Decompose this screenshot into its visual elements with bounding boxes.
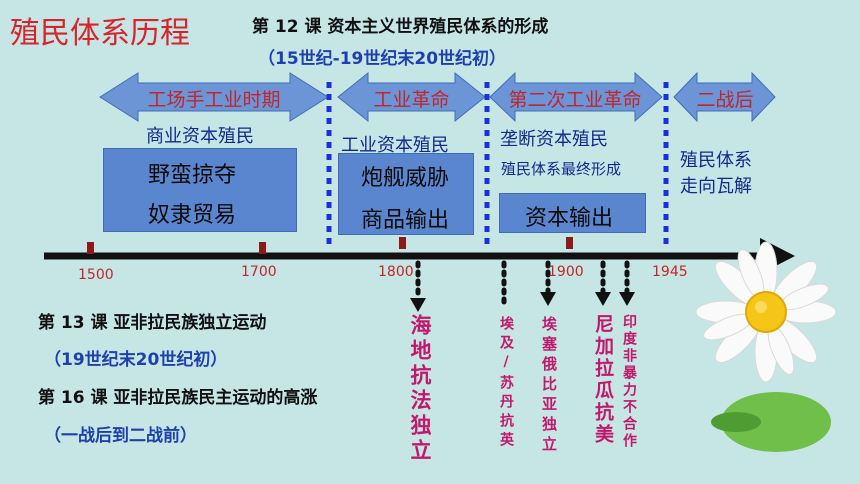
event-haiti: 海地抗法独立 (408, 314, 432, 464)
period-label-manufacture: 工场手工业时期 (147, 89, 281, 111)
lesson-13-title: 第 13 课 亚非拉民族独立运动 (38, 313, 267, 333)
period-label-postwar: 二战后 (696, 89, 754, 111)
stage-heading-merchant: 商业资本殖民 (146, 126, 254, 147)
lesson-12-range: （15世纪-19世纪末20世纪初） (258, 49, 507, 69)
period-arrow-second-industrial (489, 71, 663, 123)
stage-item-gunboat: 炮舰威胁 (361, 166, 450, 191)
lesson-16-range: （一战后到二战前） (44, 426, 197, 446)
stage-box-merchant: 野蛮掠夺 奴隶贸易 (103, 148, 297, 232)
stage-item-commodity-export: 商品输出 (361, 208, 450, 233)
event-ethiopia: 埃塞俄比亚独立 (540, 316, 558, 456)
stage-box-monopoly: 资本输出 (499, 193, 646, 233)
event-nicaragua: 尼加拉瓜抗美 (592, 314, 614, 446)
period-label-second-industrial: 第二次工业革命 (508, 89, 642, 111)
stage-item-capital-export: 资本输出 (525, 206, 614, 231)
lesson-12-title: 第 12 课 资本主义世界殖民体系的形成 (252, 17, 549, 37)
stage-heading-industrial: 工业资本殖民 (341, 135, 449, 156)
year-label: 1900 (548, 264, 584, 280)
event-india: 印度非暴力不合作 (621, 314, 637, 450)
year-marker (566, 237, 573, 249)
year-label: 1500 (78, 267, 114, 283)
stage-item-slave-trade: 奴隶贸易 (148, 203, 237, 228)
event-arrowhead (410, 298, 426, 312)
period-arrow-postwar (673, 71, 776, 123)
year-marker (87, 242, 94, 254)
period-label-industrial: 工业革命 (373, 89, 450, 111)
event-arrowhead (619, 292, 635, 306)
lesson-16-title: 第 16 课 亚非拉民族民主运动的高涨 (38, 388, 318, 408)
year-label: 1945 (652, 264, 688, 280)
lesson-13-range: （19世纪末20世纪初） (44, 350, 228, 370)
event-arrowhead (540, 292, 556, 306)
postwar-line-1: 殖民体系 (680, 150, 752, 171)
event-arrowhead (595, 292, 611, 306)
page-title: 殖民体系历程 (10, 16, 190, 51)
event-egypt-sudan: 埃及/苏丹抗英 (498, 316, 514, 451)
postwar-line-2: 走向瓦解 (680, 176, 752, 197)
year-marker (399, 237, 406, 249)
stage-item-plunder: 野蛮掠夺 (148, 163, 237, 188)
year-label: 1700 (241, 264, 277, 280)
year-label: 1800 (378, 264, 414, 280)
stage-box-industrial: 炮舰威胁 商品输出 (338, 153, 474, 235)
stage-heading-monopoly: 垄断资本殖民 (500, 129, 608, 150)
daisy-image (695, 241, 837, 452)
year-marker (259, 242, 266, 254)
stage-subheading-monopoly: 殖民体系最终形成 (501, 160, 622, 178)
